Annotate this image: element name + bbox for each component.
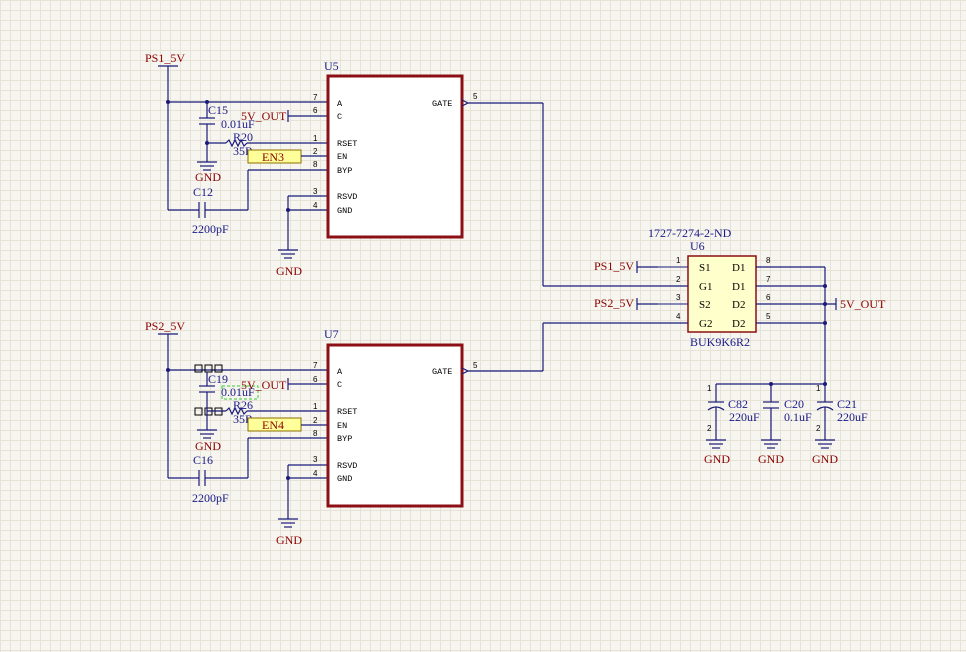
u6-part-number: 1727-7274-2-ND	[648, 226, 732, 240]
svg-text:1: 1	[313, 402, 318, 411]
svg-text:7: 7	[313, 93, 318, 102]
svg-text:3: 3	[313, 187, 318, 196]
ps2-5v-port: PS2_5V	[594, 296, 634, 310]
u6-ref: U6	[690, 239, 705, 253]
svg-text:RSET: RSET	[337, 407, 357, 417]
gnd-port: GND	[276, 264, 302, 278]
svg-text:5: 5	[473, 361, 478, 370]
svg-text:D1: D1	[732, 262, 745, 274]
c21-ref: C21	[837, 397, 857, 411]
svg-text:G1: G1	[699, 281, 712, 293]
gnd-port: GND	[276, 533, 302, 547]
svg-text:1: 1	[707, 384, 712, 393]
svg-text:8: 8	[313, 160, 318, 169]
svg-text:EN: EN	[337, 152, 347, 162]
svg-text:A: A	[337, 99, 343, 109]
svg-text:4: 4	[676, 312, 681, 321]
output-caps: 1 2 C82 220uF GND C20 0.1uF GND 1 2 C21 …	[704, 382, 868, 466]
gnd-port: GND	[195, 170, 221, 184]
svg-text:GND: GND	[337, 474, 352, 484]
svg-text:3: 3	[313, 455, 318, 464]
svg-text:GATE: GATE	[432, 367, 452, 377]
svg-text:G2: G2	[699, 318, 712, 330]
u7-ref: U7	[324, 327, 339, 341]
c20-value: 0.1uF	[784, 410, 812, 424]
svg-text:BYP: BYP	[337, 166, 352, 176]
svg-text:4: 4	[313, 469, 318, 478]
5v-out-port: 5V_OUT	[241, 378, 287, 392]
svg-text:5: 5	[766, 312, 771, 321]
c12-value: 2200pF	[192, 222, 229, 236]
c12-ref: C12	[193, 185, 213, 199]
svg-text:6: 6	[766, 293, 771, 302]
u5-ref: U5	[324, 59, 339, 73]
svg-text:6: 6	[313, 375, 318, 384]
svg-text:S2: S2	[699, 299, 711, 311]
c82-value: 220uF	[729, 410, 760, 424]
svg-text:A: A	[337, 367, 343, 377]
u7-section: PS2_5V C19 0.01uF R26 35R GND 5V_OUT	[145, 319, 688, 547]
svg-text:S1: S1	[699, 262, 711, 274]
svg-text:2: 2	[707, 424, 712, 433]
svg-text:8: 8	[313, 429, 318, 438]
gnd-port: GND	[704, 452, 730, 466]
u7-ic-body	[326, 343, 464, 508]
svg-text:3: 3	[676, 293, 681, 302]
u5-pins: 7 A 6 C 1 RSET 2 EN 8 BYP 3 RSVD 4 GND G…	[313, 92, 478, 216]
svg-text:2: 2	[313, 416, 318, 425]
c15-value: 0.01uF	[221, 117, 255, 131]
en3-net-text: EN3	[262, 150, 284, 164]
ps1-5v-port: PS1_5V	[594, 259, 634, 273]
svg-text:7: 7	[766, 275, 771, 284]
svg-text:GATE: GATE	[432, 99, 452, 109]
svg-text:RSVD: RSVD	[337, 461, 357, 471]
c16-value: 2200pF	[192, 491, 229, 505]
svg-text:7: 7	[313, 361, 318, 370]
svg-text:1: 1	[313, 134, 318, 143]
c19-ref: C19	[208, 372, 228, 386]
u6-ic-body	[687, 255, 757, 333]
c19-value: 0.01uF	[221, 385, 255, 399]
svg-text:D1: D1	[732, 281, 745, 293]
gnd-port: GND	[758, 452, 784, 466]
svg-text:2: 2	[676, 275, 681, 284]
c21-value: 220uF	[837, 410, 868, 424]
en4-net-text: EN4	[262, 418, 284, 432]
5v-out-port: 5V_OUT	[840, 297, 886, 311]
svg-text:4: 4	[313, 201, 318, 210]
ps2-5v-port: PS2_5V	[145, 319, 185, 333]
c20-ref: C20	[784, 397, 804, 411]
u6-value: BUK9K6R2	[690, 335, 750, 349]
gnd-port: GND	[812, 452, 838, 466]
u5-section: PS1_5V C15 0.01uF R20 35R GND 5V_OUT EN3	[145, 51, 688, 287]
svg-text:D2: D2	[732, 318, 745, 330]
svg-text:1: 1	[676, 256, 681, 265]
c82-ref: C82	[728, 397, 748, 411]
ps1-5v-port: PS1_5V	[145, 51, 185, 65]
5v-out-port: 5V_OUT	[241, 109, 287, 123]
svg-text:C: C	[337, 380, 342, 390]
u6-section: 1727-7274-2-ND U6 BUK9K6R2 1 2 3 4 S1 G1…	[594, 226, 886, 384]
svg-text:1: 1	[816, 384, 821, 393]
svg-text:BYP: BYP	[337, 434, 352, 444]
c15-ref: C15	[208, 103, 228, 117]
r26-ref: R26	[233, 398, 253, 412]
c16-ref: C16	[193, 453, 213, 467]
svg-text:C: C	[337, 112, 342, 122]
svg-text:RSET: RSET	[337, 139, 357, 149]
svg-text:2: 2	[816, 424, 821, 433]
svg-text:2: 2	[313, 147, 318, 156]
svg-text:EN: EN	[337, 421, 347, 431]
svg-text:5: 5	[473, 92, 478, 101]
svg-text:6: 6	[313, 106, 318, 115]
svg-text:GND: GND	[337, 206, 352, 216]
u5-ic-body	[326, 74, 464, 239]
svg-text:8: 8	[766, 256, 771, 265]
r20-ref: R20	[233, 130, 253, 144]
gnd-port: GND	[195, 439, 221, 453]
u7-pins: 7 A 6 C 1 RSET 2 EN 8 BYP 3 RSVD 4 GND G…	[313, 361, 478, 484]
svg-text:RSVD: RSVD	[337, 192, 357, 202]
svg-text:D2: D2	[732, 299, 745, 311]
